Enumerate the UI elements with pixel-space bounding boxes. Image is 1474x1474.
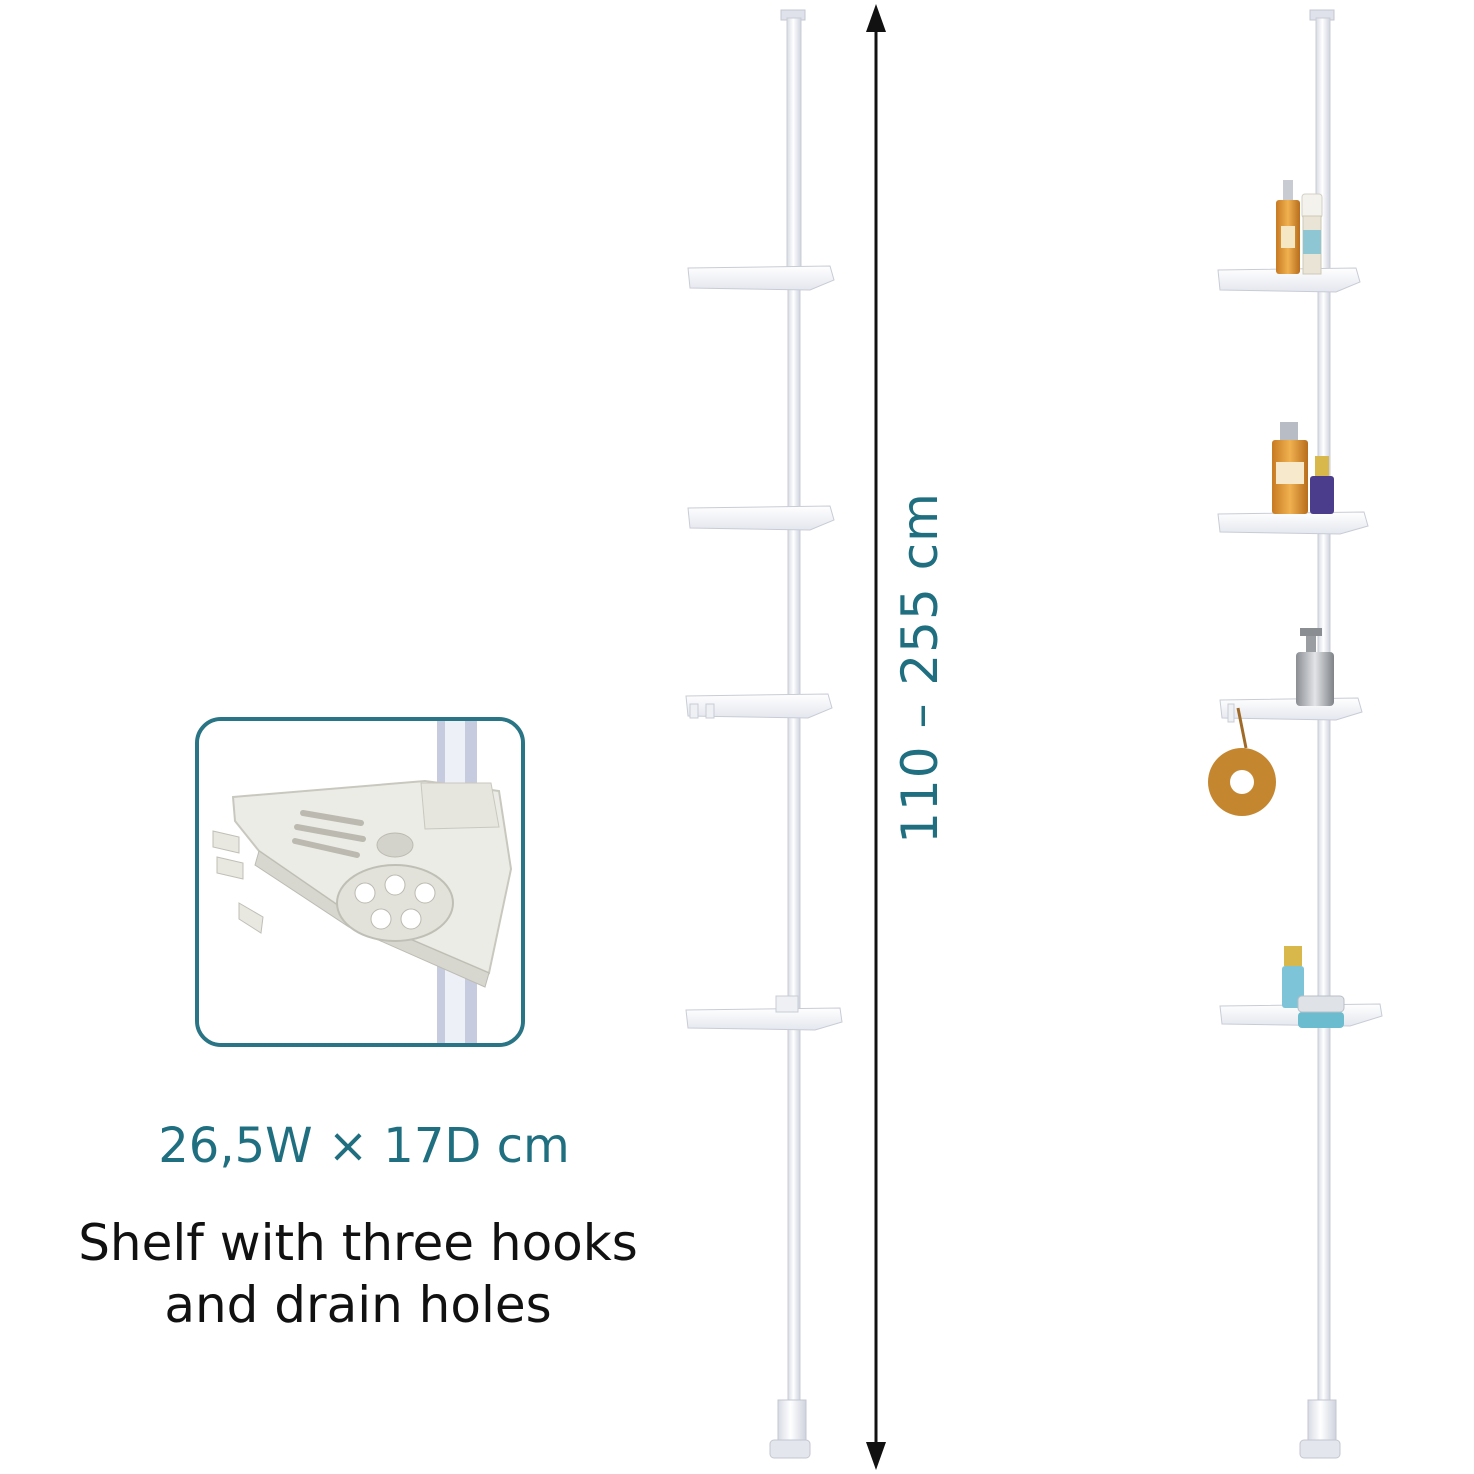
shampoo-bottle — [1272, 422, 1308, 514]
caption-line-1: Shelf with three hooks — [78, 1214, 638, 1272]
shelf — [687, 505, 835, 531]
shelf-dimensions-label: 26,5W × 17D cm — [158, 1118, 570, 1174]
perfume-bottle — [1276, 180, 1300, 274]
corner-shelf-pole-empty — [685, 9, 843, 1459]
shelf-with-hooks — [685, 693, 833, 719]
hook — [1227, 703, 1235, 723]
bath-sponge — [1208, 707, 1276, 816]
shelf-with-hooks — [1219, 697, 1363, 721]
shelf — [685, 995, 843, 1031]
feature-caption: Shelf with three hooks and drain holes — [0, 1212, 716, 1336]
shelf — [1217, 511, 1369, 535]
serum-bottle — [1310, 456, 1334, 514]
drain-holes — [292, 810, 454, 942]
spray-bottle — [1301, 193, 1323, 275]
height-range-label: 110 – 255 cm — [891, 492, 949, 844]
corner-shelf-pole-styled — [1208, 9, 1383, 1459]
shelf — [1217, 267, 1361, 293]
height-arrow — [866, 4, 886, 1470]
hooks — [212, 830, 264, 934]
cream-jar — [1297, 995, 1345, 1028]
caption-line-2: and drain holes — [164, 1276, 552, 1334]
shelf-detail-inset — [195, 717, 525, 1047]
shelf-detail-image — [199, 721, 521, 1043]
soap-dispenser — [1296, 628, 1334, 706]
shelf — [687, 265, 835, 291]
